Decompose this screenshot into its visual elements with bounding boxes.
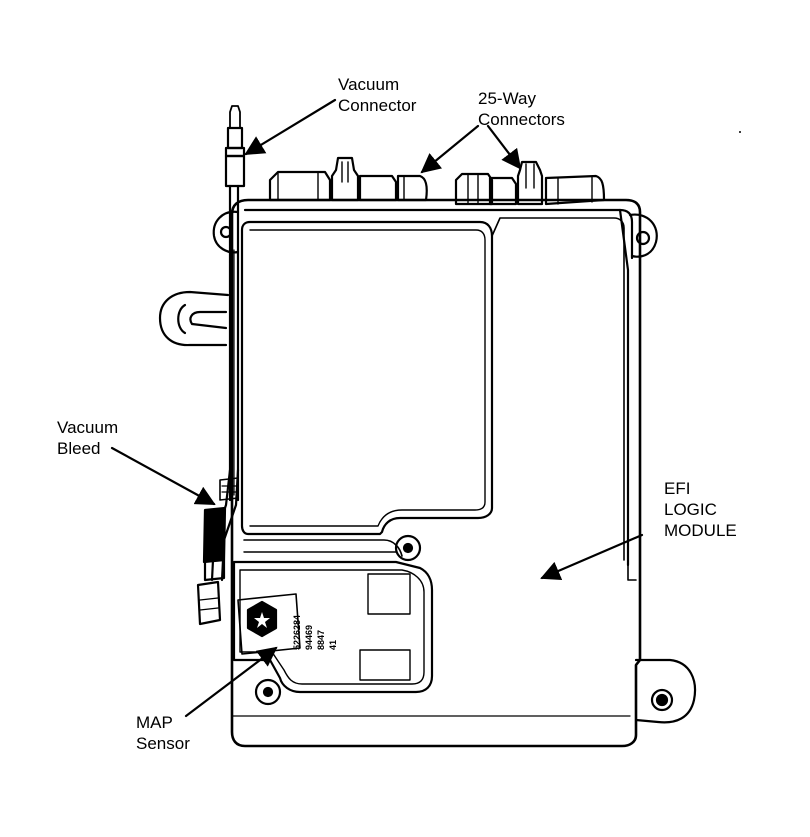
svg-text:8847: 8847 [316,630,326,650]
svg-text:94469: 94469 [304,625,314,650]
connector-right [454,160,606,206]
leader-map-sensor [184,646,278,718]
leader-connector-right [486,124,522,170]
module-screw-upper [394,534,422,562]
bottom-right-mounting-tab [634,658,697,724]
svg-text:5226284: 5226284 [292,615,302,650]
upper-cover [240,220,494,536]
label-vacuum-bleed: Vacuum Bleed [57,418,119,458]
top-left-mounting-tab [212,210,240,254]
module-body [230,198,642,748]
left-bracket-tab [158,290,230,347]
leader-vacuum-bleed [110,446,216,506]
label-map-sensor: MAP Sensor [136,713,190,753]
leader-connector-left [420,124,480,174]
leader-vacuum-connector [244,98,337,156]
label-25-way-connectors: 25-Way Connectors [478,89,565,129]
svg-text:41: 41 [328,640,338,650]
label-efi-logic-module: EFI LOGIC MODULE [664,479,737,540]
connector-left [268,156,428,202]
map-sensor-housing [232,560,434,694]
vacuum-bleed-fitting [202,477,239,582]
leader-efi-module [540,533,644,581]
module-screw-lower [254,678,282,706]
top-right-mounting-tab [628,213,658,258]
label-vacuum-connector: Vacuum Connector [338,75,417,115]
sensor-code-print: 5226284 94469 8847 41 [292,615,338,650]
